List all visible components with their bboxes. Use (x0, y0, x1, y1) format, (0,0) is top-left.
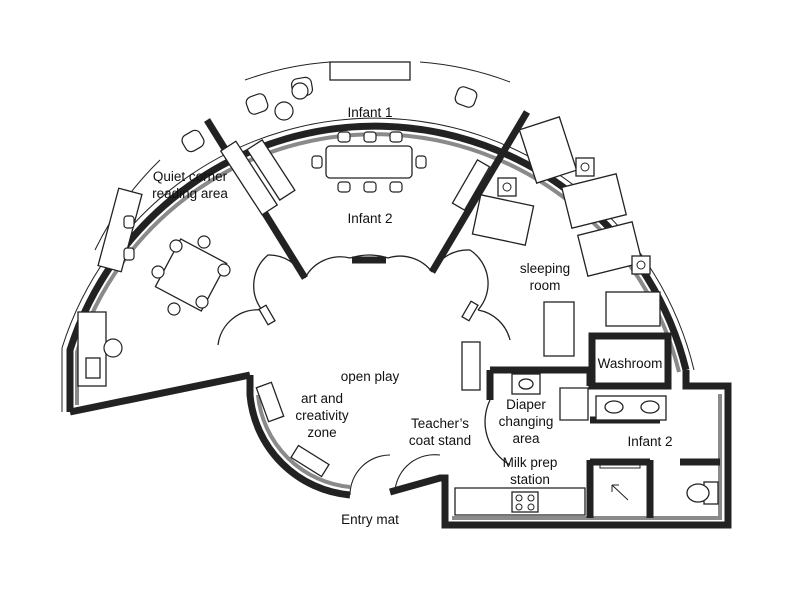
service-wing (389, 332, 732, 529)
label-open-play: open play (341, 369, 400, 384)
label-art-1: art and (301, 391, 343, 406)
label-sleeping-2: room (530, 278, 561, 293)
label-coat-stand-1: Teacher’s (411, 416, 469, 431)
label-washroom: Washroom (598, 356, 663, 371)
label-milk-prep-2: station (510, 472, 550, 487)
label-infant-1: Infant 1 (347, 105, 392, 120)
label-infant-2-bottom: Infant 2 (627, 434, 672, 449)
label-milk-prep-1: Milk prep (503, 455, 558, 470)
label-quiet-corner-2: reading area (152, 186, 228, 201)
label-infant-2-top: Infant 2 (347, 211, 392, 226)
label-quiet-corner-1: Quiet corner (153, 169, 228, 184)
label-coat-stand-2: coat stand (409, 433, 471, 448)
cribs (471, 116, 661, 357)
label-diaper-2: changing (499, 414, 554, 429)
art-zone-wall (246, 375, 351, 499)
quiet-corner-furniture (77, 187, 231, 387)
label-diaper-1: Diaper (506, 397, 546, 412)
art-furniture (255, 300, 481, 478)
label-entry-mat: Entry mat (341, 512, 399, 527)
open-play-outline (217, 249, 511, 346)
label-art-2: creativity (295, 408, 349, 423)
label-sleeping-1: sleeping (520, 261, 570, 276)
label-art-3: zone (307, 425, 336, 440)
infant1-furniture (181, 61, 491, 216)
label-diaper-3: area (512, 431, 540, 446)
lower-left-wall (69, 371, 251, 416)
entry-doors (349, 454, 441, 496)
